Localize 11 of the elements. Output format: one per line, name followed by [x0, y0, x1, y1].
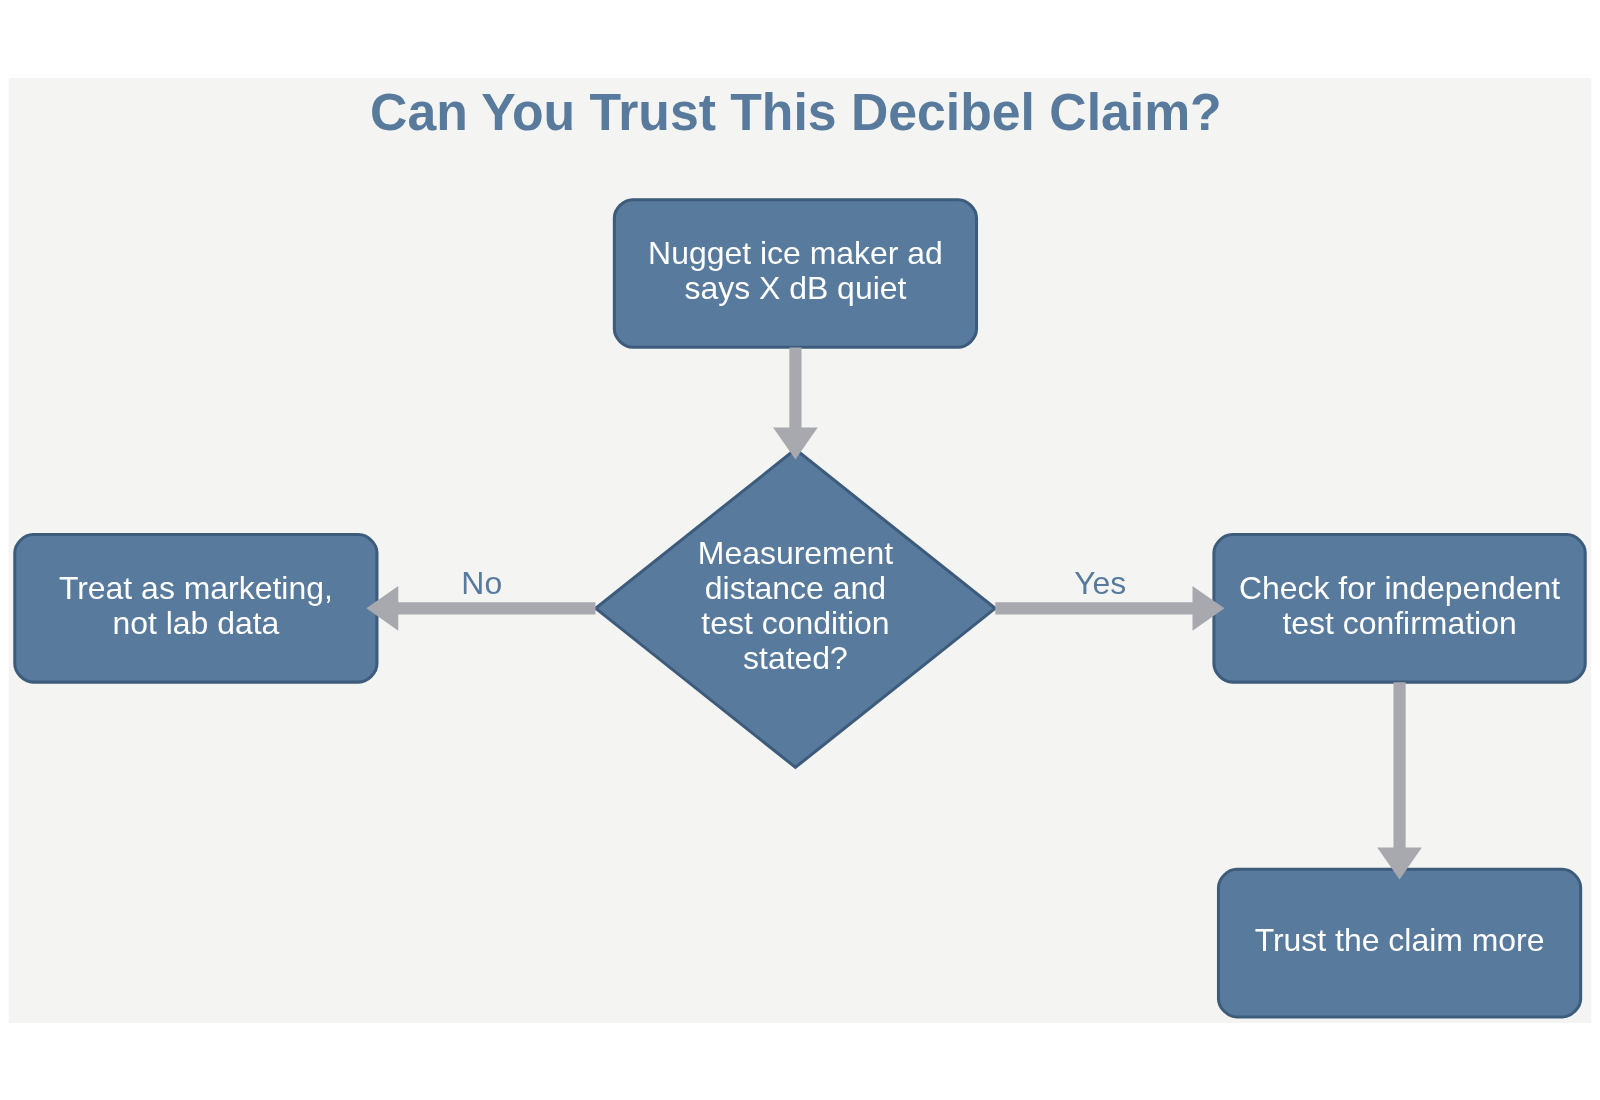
arrow — [773, 346, 818, 459]
arrow — [995, 585, 1225, 631]
diagram-title: Can You Trust This Decibel Claim? — [370, 82, 1222, 141]
arrow — [1377, 681, 1422, 879]
node-box: Nugget ice maker ad says X dB quiet — [612, 197, 979, 349]
node-box: Trust the claim more — [1216, 867, 1583, 1018]
node-box: Check for independent test confirmation — [1212, 532, 1587, 684]
arrow — [366, 585, 596, 631]
edge-label: Yes — [1074, 564, 1127, 601]
edge-label: No — [461, 564, 503, 601]
node-box: Treat as marketing, not lab data — [13, 532, 379, 684]
